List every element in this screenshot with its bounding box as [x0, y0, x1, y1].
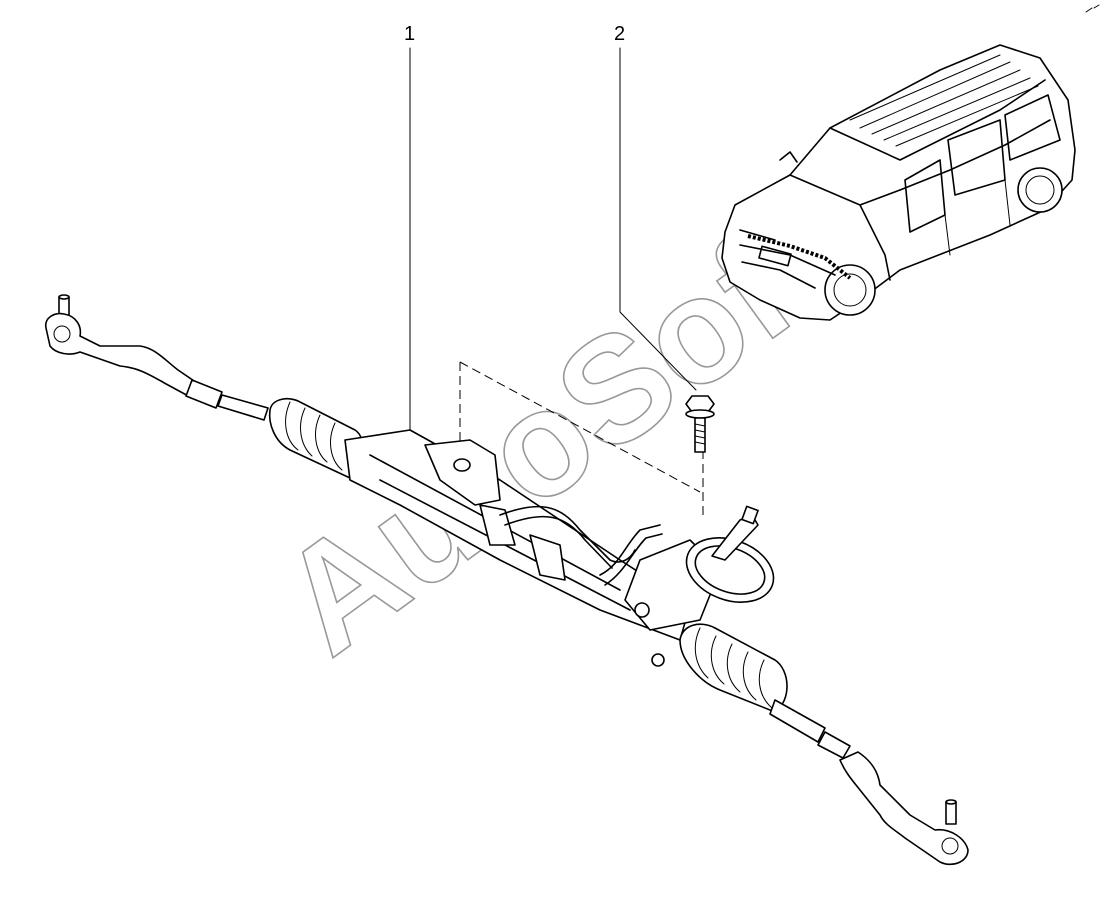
right-boot	[679, 623, 788, 713]
left-tie-rod-end	[44, 294, 201, 399]
right-tie-rod	[769, 699, 851, 759]
steering-rack[interactable]	[44, 294, 969, 866]
rack-housing	[344, 429, 691, 641]
callout-2[interactable]: 2	[614, 23, 697, 391]
right-tie-rod-end	[839, 751, 969, 866]
vehicle-illustration	[721, 44, 1076, 321]
pinion-housing	[624, 505, 775, 667]
callout-2-leader	[619, 47, 697, 391]
callout-1[interactable]: 1	[404, 23, 415, 441]
bolt[interactable]	[685, 395, 715, 453]
callout-2-number: 2	[614, 23, 625, 45]
callout-1-number: 1	[404, 23, 415, 45]
dashed-guides	[459, 361, 704, 520]
corner-mark	[1085, 4, 1100, 13]
left-tie-rod	[185, 379, 269, 421]
